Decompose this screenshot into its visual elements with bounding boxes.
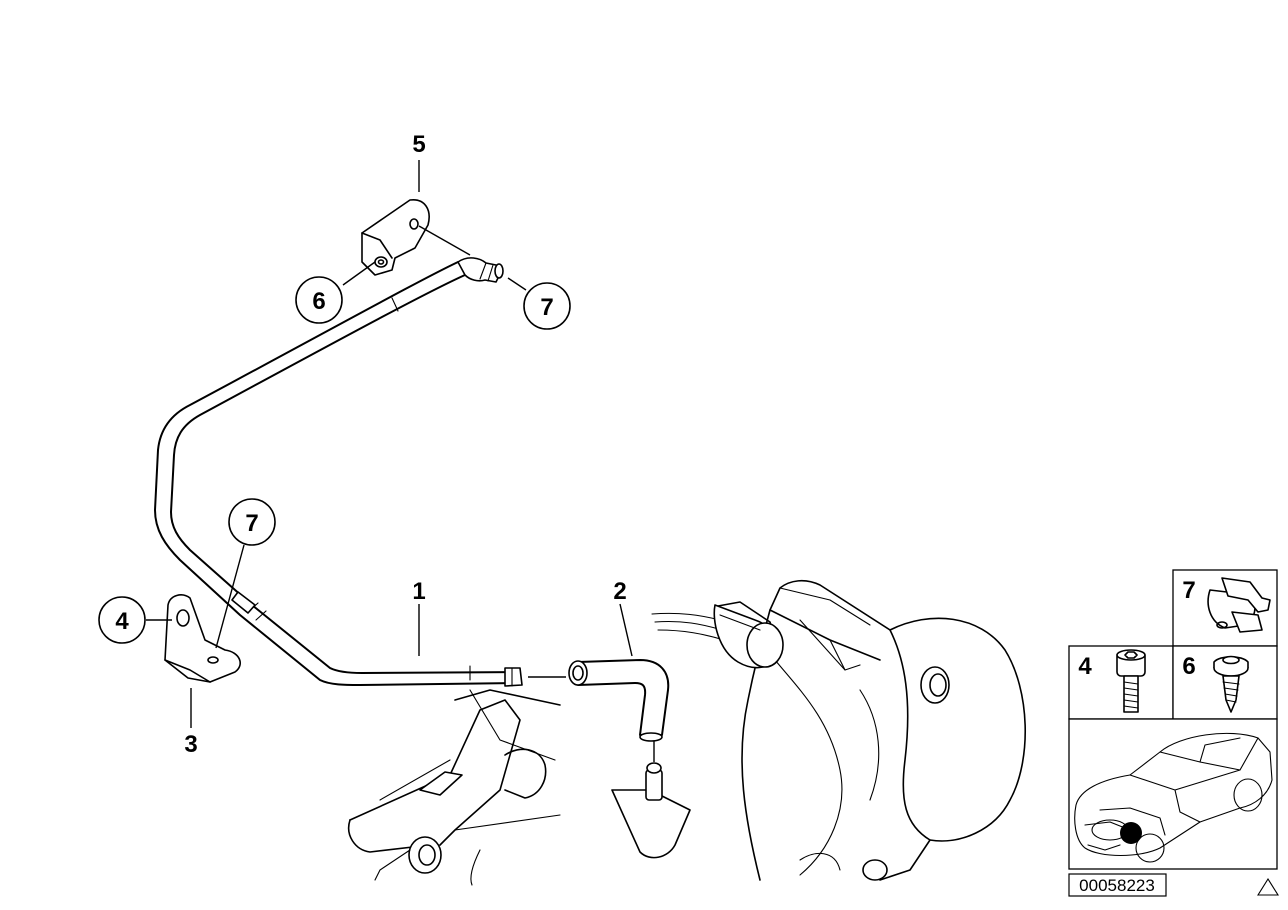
lower-bracket-part-3 — [164, 594, 241, 683]
callout-7-upper: 7 — [523, 282, 571, 330]
elbow-hose-part-2 — [568, 659, 670, 742]
callout-2: 2 — [613, 578, 626, 605]
diagram-number: 00058223 — [1079, 876, 1155, 895]
callout-4: 4 — [98, 596, 146, 644]
svg-text:7: 7 — [540, 294, 553, 321]
svg-text:3: 3 — [184, 731, 197, 758]
triangle-icon — [1257, 877, 1279, 896]
legend-panel: 7 4 6 — [1068, 569, 1279, 897]
svg-text:6: 6 — [312, 288, 325, 315]
callout-5: 5 — [412, 131, 425, 158]
car-location-icon — [1074, 732, 1273, 863]
gearbox-mount-illustration — [348, 689, 561, 886]
svg-text:7: 7 — [245, 510, 258, 537]
callout-6: 6 — [295, 276, 343, 324]
callout-3: 3 — [184, 731, 197, 758]
engine-housing-illustration — [651, 579, 1027, 881]
svg-text:1: 1 — [412, 578, 425, 605]
svg-text:5: 5 — [412, 131, 425, 158]
callout-1: 1 — [412, 578, 425, 605]
svg-text:7: 7 — [1182, 577, 1195, 604]
svg-text:2: 2 — [613, 578, 626, 605]
svg-text:4: 4 — [115, 608, 129, 635]
svg-text:4: 4 — [1078, 653, 1092, 680]
vent-pipe-part-1 — [154, 257, 566, 687]
location-marker — [1120, 822, 1142, 844]
upper-bracket-part-5 — [361, 199, 430, 276]
callout-7-lower: 7 — [228, 498, 276, 546]
hex-socket-screw-icon — [1116, 649, 1146, 713]
connector-nozzle-illustration — [611, 738, 691, 859]
svg-text:6: 6 — [1182, 653, 1195, 680]
car-location-box — [1068, 718, 1278, 870]
diagram-number-box — [1068, 873, 1167, 897]
leader-lines — [146, 160, 633, 728]
self-tapping-screw-icon — [1213, 655, 1249, 713]
hose-clip-icon — [1207, 577, 1271, 633]
